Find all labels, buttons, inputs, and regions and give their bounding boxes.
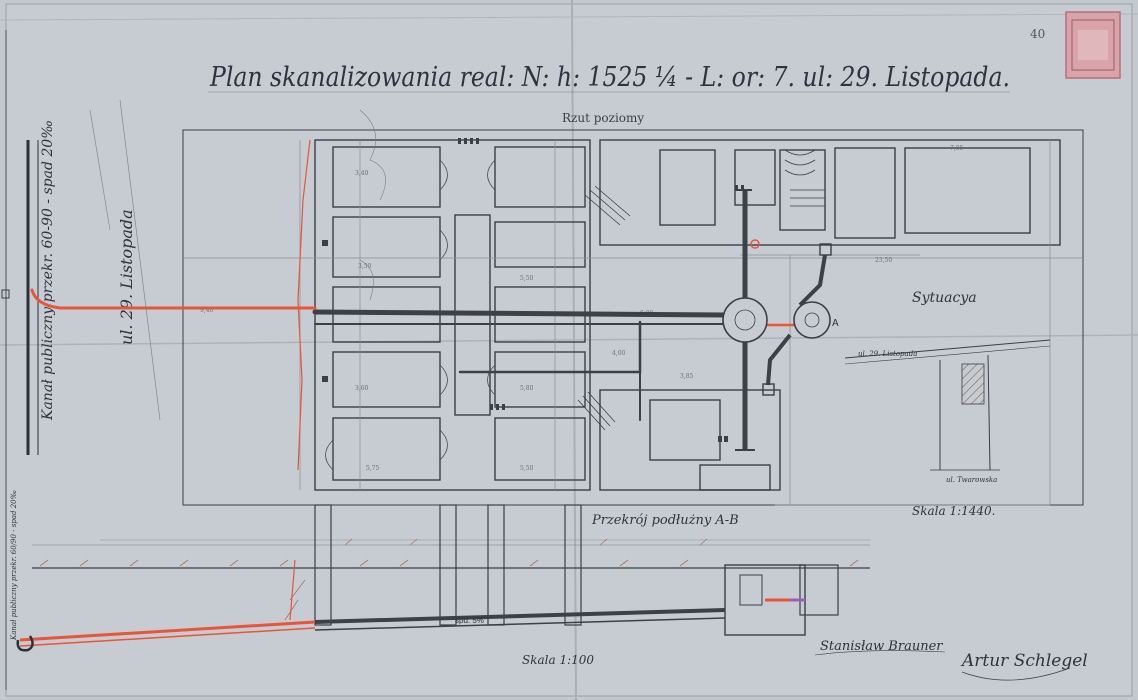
pencil-annotations [89,99,386,421]
svg-text:5,75: 5,75 [366,465,380,472]
siphon-symbol [16,635,34,652]
fold-line [571,0,577,700]
page-number: 40 [1030,27,1045,41]
svg-text:5,50: 5,50 [520,275,534,282]
svg-text:7,85: 7,85 [950,145,964,152]
street-canal-label: Kanał publiczny przekr. 60-90 - spad 20‰ [40,120,56,421]
staircase [577,149,825,431]
situation-label: Sytuacya [912,290,977,306]
drawing-title: Plan skanalizowania real: N: h: 1525 ¼ -… [209,62,1010,93]
situation-neighbor-label: ul. Twarowska [946,476,997,484]
section-label: Przekrój podłużny A-B [591,513,739,528]
plan-scale: Skala 1:100 [522,653,594,667]
svg-text:3,40: 3,40 [355,170,369,177]
sewer-main-line [30,288,728,421]
section-slope-label: spd: 5% [455,616,484,625]
svg-text:23,50: 23,50 [875,257,892,264]
section-vertical-note: Kanał publiczny przekr. 60/90 - spad 20‰ [10,490,18,641]
plan-label: Rzut poziomy [562,111,644,125]
building-plan [182,129,1084,506]
marker-a: A [832,318,839,329]
manhole-secondary [793,301,831,339]
situation-scale: Skala 1:1440. [912,504,995,518]
sewer-branch-lines [735,189,827,451]
dimension-ticks: 3,40 3,50 3,60 5,75 5,50 5,80 5,50 4,00 … [200,145,964,472]
manhole-main [722,297,768,343]
svg-text:4,00: 4,00 [612,350,626,357]
situation-street-label: ul. 29. Listopada [858,350,917,358]
svg-text:9,40: 9,40 [200,307,214,314]
street-name: ul. 29. Listopada [117,209,136,345]
signature-1: Stanisław Brauner [820,639,943,654]
revenue-stamp [1065,11,1121,79]
section-sewer-line [19,559,805,647]
svg-text:3,85: 3,85 [680,373,694,380]
signature-2: Artur Schlegel [960,651,1088,671]
svg-text:5,50: 5,50 [520,465,534,472]
door-arcs [325,159,496,471]
property-boundary-red [297,139,311,471]
svg-text:3,50: 3,50 [358,263,372,270]
svg-text:3,60: 3,60 [355,385,369,392]
svg-text:5,80: 5,80 [520,385,534,392]
fixtures [322,138,744,442]
soil-hatching [39,538,859,621]
situation-map [844,339,1051,471]
